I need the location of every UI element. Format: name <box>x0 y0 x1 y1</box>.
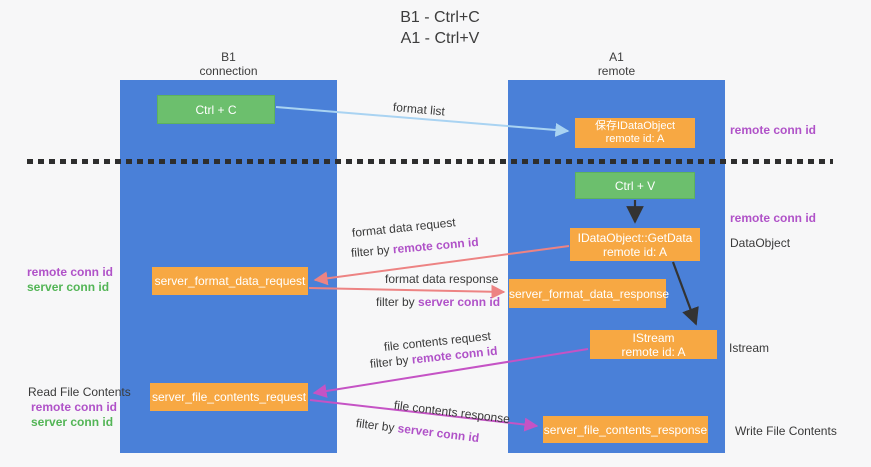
ctrl-c-label: Ctrl + C <box>195 102 237 117</box>
save-idataobject-box: 保存IDataObject remote id: A <box>575 118 695 148</box>
lifeline-b1-role: connection <box>199 64 258 78</box>
dataobject-label: DataObject <box>730 236 791 250</box>
save-idataobject-line2: remote id: A <box>605 133 665 145</box>
istream-side-label: Istream <box>729 341 770 355</box>
server-format-data-response-box: server_format_data_response <box>509 279 670 308</box>
lifeline-b1-name: B1 <box>221 50 236 64</box>
title-line-1: B1 - Ctrl+C <box>400 9 480 26</box>
arrow-getdata-to-istream <box>671 261 699 326</box>
lifeline-header-b1: B1 connection <box>120 50 337 78</box>
server-format-data-request-label: server_format_data_request <box>154 274 306 288</box>
server-file-contents-response-box: server_file_contents_response <box>543 416 708 443</box>
idataobject-getdata-box: IDataObject::GetData remote id: A <box>570 228 700 261</box>
arrow-file-contents-response <box>309 399 539 432</box>
format-conn-id-group: remote conn id server conn id <box>27 265 113 295</box>
getdata-line2: remote id: A <box>602 244 668 259</box>
istream-line2: remote id: A <box>621 344 686 359</box>
server-file-contents-request-label: server_file_contents_request <box>151 390 307 404</box>
server-format-data-request-box: server_format_data_request <box>152 267 308 295</box>
write-file-contents-label: Write File Contents <box>735 424 837 438</box>
filter-by-text: filter by <box>376 295 419 309</box>
arrow-file-contents-request <box>312 348 589 398</box>
phase-divider-dashed-line <box>27 159 833 164</box>
istream-box: IStream remote id: A <box>590 330 717 359</box>
server-file-contents-response-label: server_file_contents_response <box>543 422 708 437</box>
server-file-contents-request-box: server_file_contents_request <box>150 383 308 411</box>
istream-line1: IStream <box>632 330 675 345</box>
remote-conn-id-label-left2: remote conn id <box>31 400 118 414</box>
ctrl-v-label: Ctrl + V <box>614 178 656 193</box>
title-line-2: A1 - Ctrl+V <box>400 30 480 47</box>
read-file-contents-label: Read File Contents <box>28 385 131 399</box>
arrow-format-data-request <box>313 245 570 286</box>
format-data-response-label: format data response <box>385 272 499 286</box>
remote-conn-id-label-top: remote conn id <box>730 123 817 137</box>
lifeline-header-a1: A1 remote <box>508 50 725 78</box>
getdata-line1: IDataObject::GetData <box>577 230 693 245</box>
save-idataobject-line1: 保存IDataObject <box>594 120 676 132</box>
format-data-response-filter-label: filter by server conn id <box>376 295 500 309</box>
ctrl-v-box: Ctrl + V <box>575 172 695 199</box>
remote-conn-id-label-left: remote conn id <box>27 265 114 279</box>
arrow-format-list <box>275 106 570 137</box>
server-format-data-response-label: server_format_data_response <box>509 286 670 301</box>
lifeline-a1-name: A1 <box>609 50 624 64</box>
lifeline-a1-role: remote <box>597 64 636 78</box>
ctrl-c-box: Ctrl + C <box>157 95 275 124</box>
remote-conn-id-label-mid: remote conn id <box>730 211 817 225</box>
diagram-title: B1 - Ctrl+C A1 - Ctrl+V <box>295 7 585 49</box>
server-conn-id-label-left: server conn id <box>27 280 110 294</box>
server-conn-id-label-left2: server conn id <box>31 415 114 429</box>
file-conn-id-group: remote conn id server conn id <box>31 400 117 430</box>
server-conn-id-text: server conn id <box>418 295 501 309</box>
arrow-format-data-response <box>308 284 506 299</box>
